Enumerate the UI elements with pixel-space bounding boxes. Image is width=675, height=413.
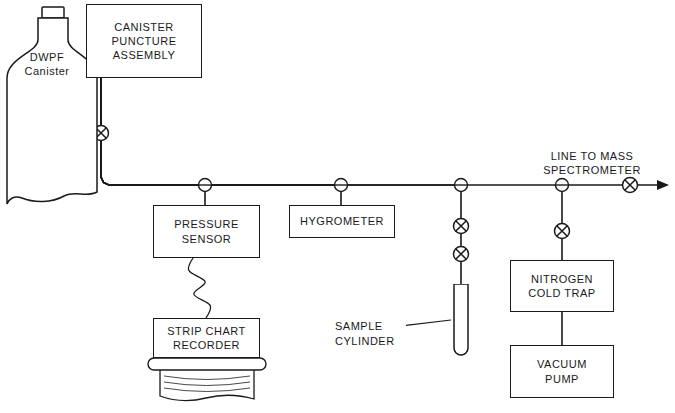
chart-roller	[148, 358, 266, 370]
valve-cross	[625, 180, 636, 191]
tee-junction	[199, 179, 212, 192]
pipe-line	[101, 78, 205, 205]
tee-junction-bar	[556, 184, 569, 185]
tee-junction-bar	[455, 184, 468, 185]
arrow-head	[657, 180, 669, 190]
node-text: HYGROMETER	[300, 214, 384, 228]
valve-symbol	[623, 178, 638, 193]
tee-junction	[556, 179, 569, 192]
valve-symbol	[454, 247, 469, 262]
node-text: SAMPLE CYLINDER	[335, 319, 403, 348]
process-box: VACUUM PUMP	[510, 345, 614, 398]
process-box: PRESSURE SENSOR	[153, 205, 260, 258]
tee-junction-bar	[335, 184, 348, 185]
valve-symbol	[555, 224, 570, 239]
pipe-line	[562, 184, 660, 186]
node-text: STRIP CHART RECORDER	[162, 324, 252, 353]
canister-cap	[42, 7, 64, 18]
process-box: HYGROMETER	[289, 205, 395, 238]
sample-cylinder: SAMPLE CYLINDER	[335, 284, 470, 364]
canister-body	[7, 18, 97, 204]
chart-paper-line	[164, 382, 250, 386]
chart-paper	[160, 368, 254, 401]
tee-junction-bar	[199, 184, 212, 185]
node-text: DWPF Canister	[18, 50, 76, 79]
node-text: CANISTER PUNCTURE ASSEMBLY	[104, 20, 184, 63]
process-box: NITROGEN COLD TRAP	[510, 260, 614, 312]
pipe-line	[101, 78, 461, 284]
signal-wire	[188, 258, 210, 318]
pipe-line	[101, 78, 562, 260]
node-text: VACUUM PUMP	[531, 357, 593, 386]
line-label: LINE TO MASS SPECTROMETER	[530, 149, 654, 178]
valve-cross	[456, 249, 467, 260]
leader-line	[406, 320, 451, 325]
chart-paper-line	[164, 388, 250, 392]
tee-junction	[455, 179, 468, 192]
pipe-line	[561, 312, 563, 345]
tee-junction	[335, 179, 348, 192]
valve-cross	[557, 226, 568, 237]
process-box: STRIP CHART RECORDER	[153, 318, 260, 358]
valve-symbol	[454, 219, 469, 234]
process-box: CANISTER PUNCTURE ASSEMBLY	[86, 4, 202, 78]
chart-paper-line	[164, 376, 250, 380]
valve-cross	[456, 221, 467, 232]
cylinder-tube	[454, 284, 468, 355]
node-text: PRESSURE SENSOR	[167, 217, 247, 246]
pipe-line	[101, 78, 341, 205]
node-text: NITROGEN COLD TRAP	[524, 272, 600, 301]
